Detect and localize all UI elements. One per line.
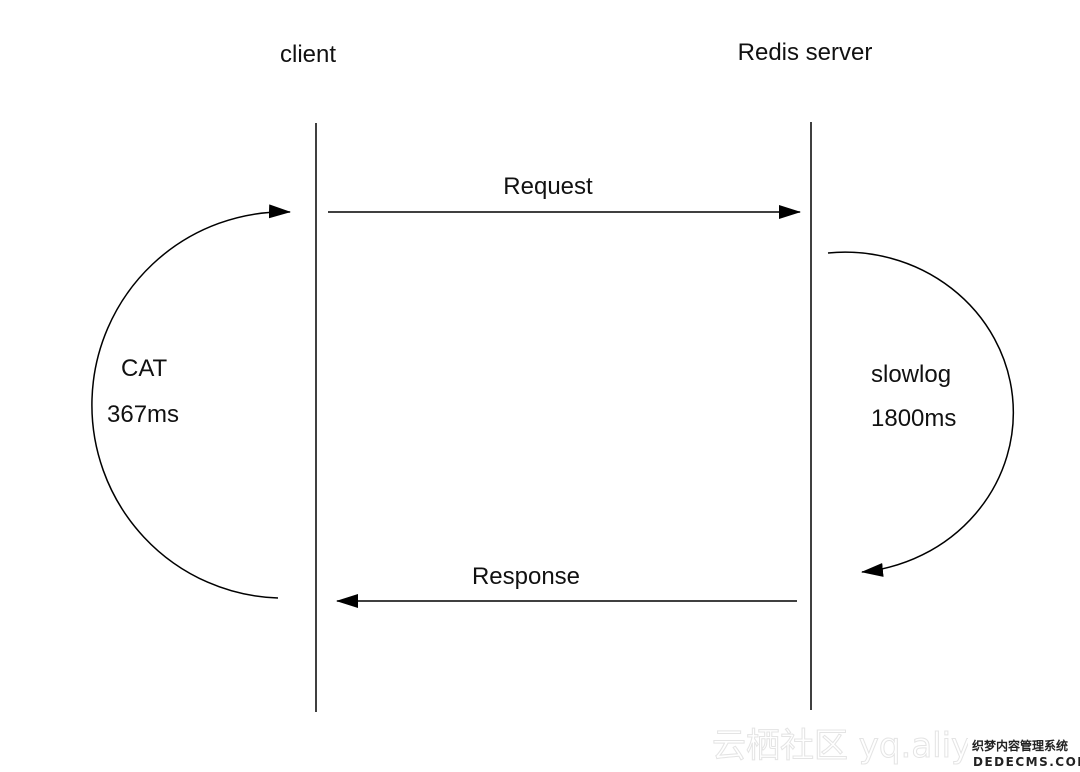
client-label: client [280,41,336,68]
client-timing-arc [91,204,291,599]
watermark-cms-bg [968,735,1080,772]
client-timing-label: CAT [121,355,168,382]
server-label: Redis server [738,39,873,66]
watermark-cms-cn: 织梦内容管理系统 [972,738,1068,753]
server-timing-label: slowlog [871,361,951,388]
request-label: Request [503,173,593,200]
server-timing-arc [827,251,1015,577]
server-timing-value: 1800ms [871,405,956,432]
watermark-community: 云栖社区 yq.aliyu [712,726,993,766]
client-timing-value: 367ms [107,401,179,428]
watermark-cms-en: DEDECMS.COM [973,755,1080,769]
response-label: Response [472,563,580,590]
